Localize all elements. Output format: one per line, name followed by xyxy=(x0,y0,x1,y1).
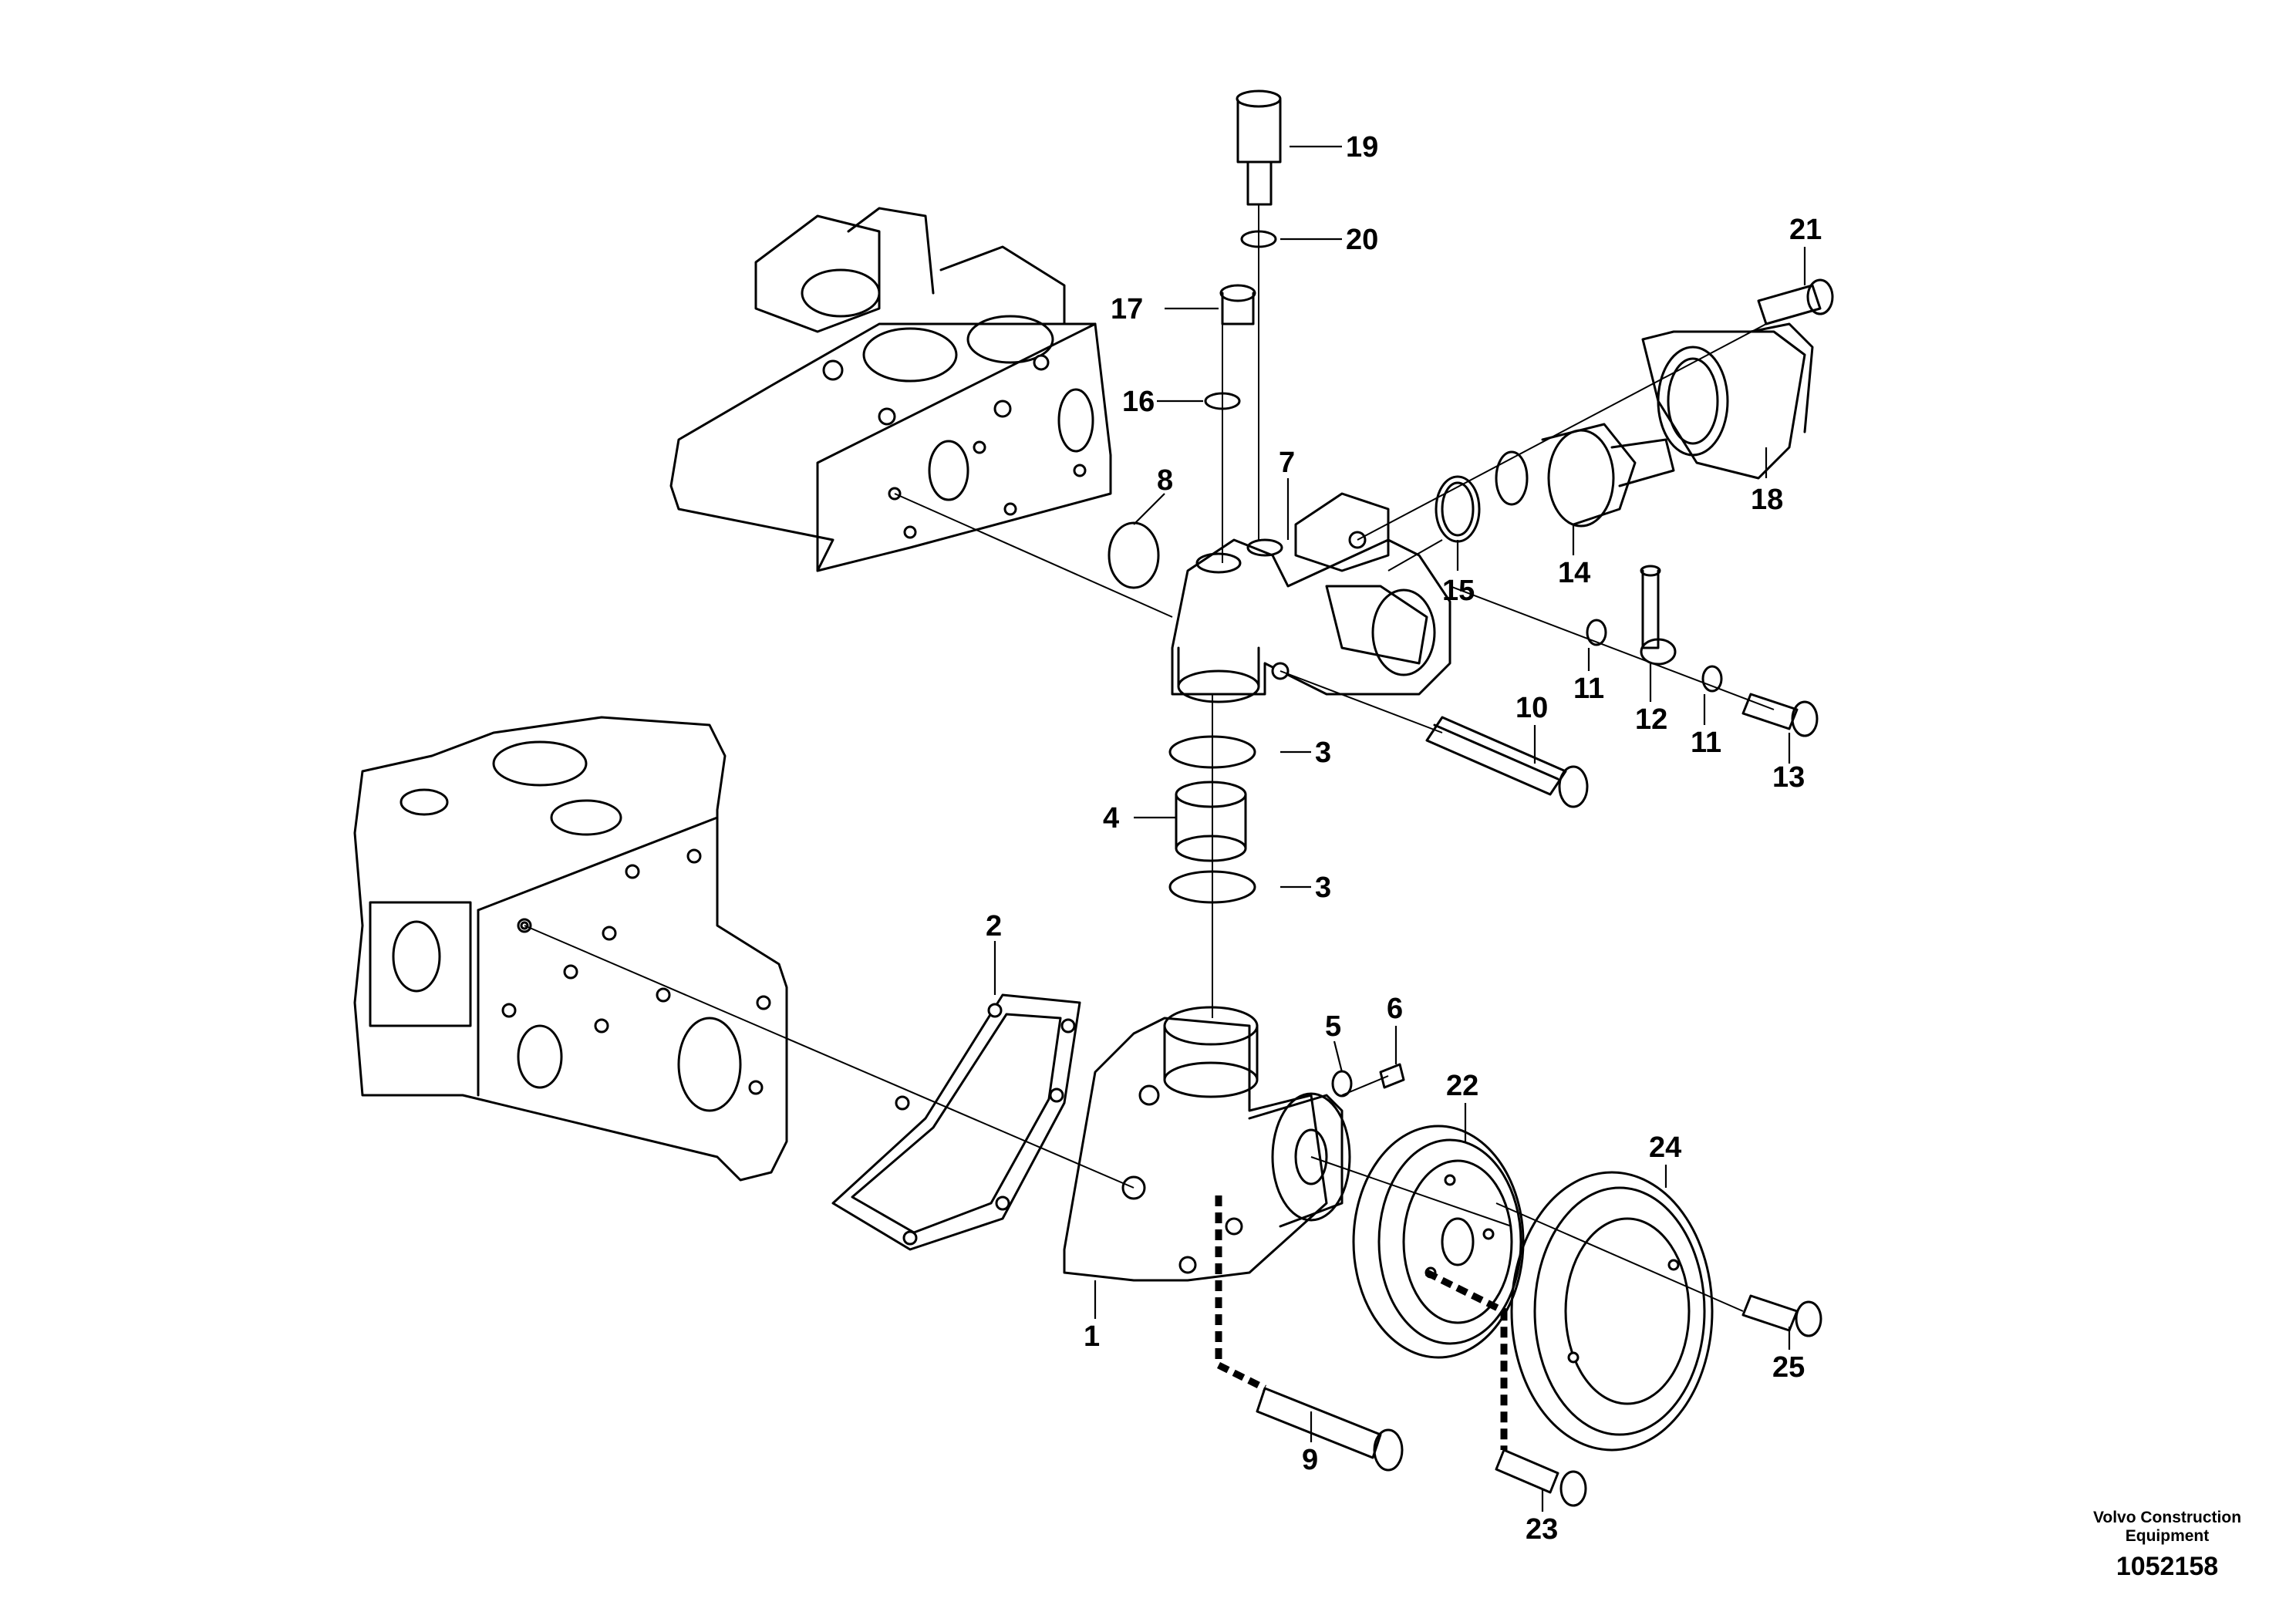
callout-15: 15 xyxy=(1442,575,1475,607)
callout-11-right: 11 xyxy=(1691,727,1721,759)
callout-7: 9 xyxy=(1302,1444,1318,1476)
callout-3-upper: 3 xyxy=(1315,737,1331,769)
callout-10: 10 xyxy=(1515,692,1548,724)
nipple-12 xyxy=(1640,565,1677,666)
bolt-10 xyxy=(1425,716,1589,808)
bolt-7 xyxy=(1256,1387,1404,1472)
plug-21 xyxy=(1236,89,1282,206)
callout-19: 21 xyxy=(1789,214,1822,246)
callout-25: 25 xyxy=(1772,1351,1805,1384)
callout-18: 18 xyxy=(1751,484,1783,516)
callout-numbers: 19 20 21 17 16 8 7 18 14 15 11 12 11 13 … xyxy=(986,131,1822,1546)
callout-5: 5 xyxy=(1325,1010,1341,1043)
thermostat xyxy=(1495,423,1675,528)
callout-8: 7 xyxy=(1279,447,1295,479)
callout-21: 19 xyxy=(1346,131,1378,164)
callout-11-left: 11 xyxy=(1573,673,1604,705)
o-ring-9 xyxy=(1108,521,1160,589)
callout-2: 2 xyxy=(986,910,1002,943)
callout-16: 16 xyxy=(1122,386,1155,418)
bolt-25 xyxy=(1741,1294,1822,1337)
callout-23: 23 xyxy=(1526,1513,1558,1546)
water-pump xyxy=(1063,1006,1351,1282)
callout-6: 6 xyxy=(1387,993,1403,1025)
drawing-number: 1052158 xyxy=(2116,1552,2218,1581)
callout-1: 1 xyxy=(1084,1320,1100,1353)
thermostat-cover xyxy=(1641,322,1814,480)
callout-12: 12 xyxy=(1635,703,1667,736)
washer-11-right xyxy=(1701,665,1723,693)
callout-leaders xyxy=(993,145,1806,1512)
thermostat-housing xyxy=(1171,492,1451,703)
engine-block xyxy=(353,716,788,1182)
plug-17 xyxy=(1219,284,1256,325)
callout-24: 24 xyxy=(1649,1131,1681,1164)
pulley xyxy=(1352,1125,1525,1359)
cylinder-head xyxy=(669,207,1112,572)
explosion-lines xyxy=(524,204,1775,1450)
callout-4: 4 xyxy=(1103,802,1119,835)
callout-14: 14 xyxy=(1558,557,1590,589)
callout-20: 20 xyxy=(1346,224,1378,256)
plug-6 xyxy=(1379,1063,1405,1089)
footer: Volvo Construction Equipment 1052158 xyxy=(2093,1509,2241,1581)
callout-22: 22 xyxy=(1446,1070,1478,1102)
gasket xyxy=(831,993,1081,1251)
washer-11-left xyxy=(1586,619,1607,646)
bolt-23 xyxy=(1495,1448,1587,1507)
sleeve-4 xyxy=(1175,781,1247,862)
callout-3-lower: 3 xyxy=(1315,872,1331,904)
callout-9: 8 xyxy=(1157,464,1173,497)
bolt-13 xyxy=(1741,693,1819,737)
callout-17: 17 xyxy=(1111,293,1143,325)
brand-line-1: Volvo Construction xyxy=(2093,1509,2241,1526)
brand-line-2: Equipment xyxy=(2126,1527,2210,1545)
bolt-19 xyxy=(1757,278,1834,325)
callout-13: 13 xyxy=(1772,761,1805,794)
fan-pulley xyxy=(1510,1171,1714,1452)
